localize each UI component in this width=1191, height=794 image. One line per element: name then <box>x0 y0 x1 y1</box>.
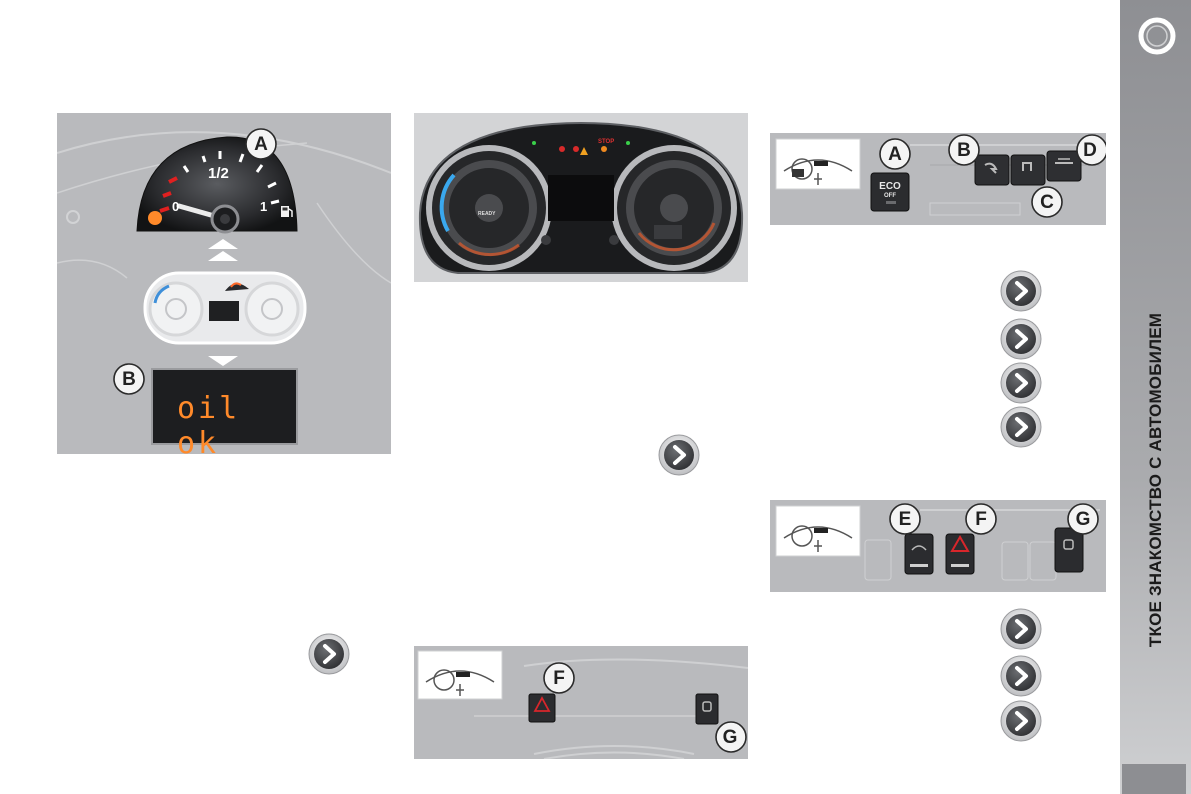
lock-button <box>1054 527 1084 573</box>
gauge-empty-label: 0 <box>172 199 180 214</box>
callout-b-label: B <box>122 369 136 390</box>
chevron-right-circle-icon[interactable] <box>658 434 700 476</box>
chevron-right-circle-icon[interactable] <box>1000 700 1042 742</box>
chevron-right-circle-icon[interactable] <box>1000 270 1042 312</box>
callout-d-console-label: D <box>1083 140 1097 161</box>
button-c <box>1010 154 1046 186</box>
callout-a-console-label: A <box>888 144 902 165</box>
section-sidebar <box>1120 0 1191 794</box>
callout-a-label: A <box>254 134 268 155</box>
lock-button-small <box>695 693 719 725</box>
mid-buttons-graphics <box>775 505 1100 581</box>
low-fuel-warning-light <box>148 211 162 225</box>
callout-g-small-label: G <box>722 727 738 748</box>
chevron-right-circle-icon[interactable] <box>1000 406 1042 448</box>
ring-icon <box>1138 17 1176 55</box>
button-e <box>904 533 934 575</box>
chevron-right-circle-icon[interactable] <box>1000 318 1042 360</box>
cluster-graphics <box>418 122 744 274</box>
ready-label: READY <box>478 211 496 217</box>
sidebar-title: ТКОЕ ЗНАКОМСТВО С АВТОМОБИЛЕМ <box>1146 312 1165 648</box>
gauge-full-label: 1 <box>260 199 268 214</box>
callout-f-label: F <box>975 509 987 530</box>
stop-warning-label: STOP <box>598 139 615 145</box>
oil-display-text: oil ok <box>177 391 241 454</box>
chevron-right-circle-icon[interactable] <box>1000 608 1042 650</box>
fuel-figure-graphics <box>57 131 391 445</box>
dashboard-buttons-figure: F G <box>414 646 748 759</box>
hazard-button <box>945 533 975 575</box>
hazard-lock-buttons-figure: E F G <box>770 500 1106 592</box>
chevron-right-circle-icon[interactable] <box>1000 655 1042 697</box>
hazard-button-small <box>528 693 556 723</box>
oil-level-display <box>151 368 298 445</box>
eco-label-line1: ECO <box>879 181 901 192</box>
chevron-right-circle-icon[interactable] <box>308 633 350 675</box>
top-buttons-graphics <box>775 138 1100 216</box>
callout-c-console-label: C <box>1040 192 1054 213</box>
fuel-oil-figure: oil ok 1/2 0 1 A B <box>57 113 391 454</box>
chevron-right-circle-icon[interactable] <box>1000 362 1042 404</box>
callout-e-label: E <box>898 509 912 530</box>
eco-off-button <box>870 172 910 212</box>
gauge-half-label: 1/2 <box>208 165 229 182</box>
instrument-cluster-figure: STOP READY <box>414 113 748 282</box>
callout-g-label: G <box>1075 509 1091 530</box>
callout-b-console-label: B <box>957 140 971 161</box>
button-d <box>1046 150 1082 182</box>
fuel-pump-icon <box>281 206 293 217</box>
page-number-tab <box>1122 764 1186 794</box>
bottom-buttons-graphics <box>417 650 748 759</box>
callout-f-small-label: F <box>553 668 565 689</box>
center-console-buttons-figure: ECO OFF A B C D <box>770 133 1106 225</box>
eco-label-line2: OFF <box>884 193 896 199</box>
hazard-triangle-icon <box>950 534 970 552</box>
